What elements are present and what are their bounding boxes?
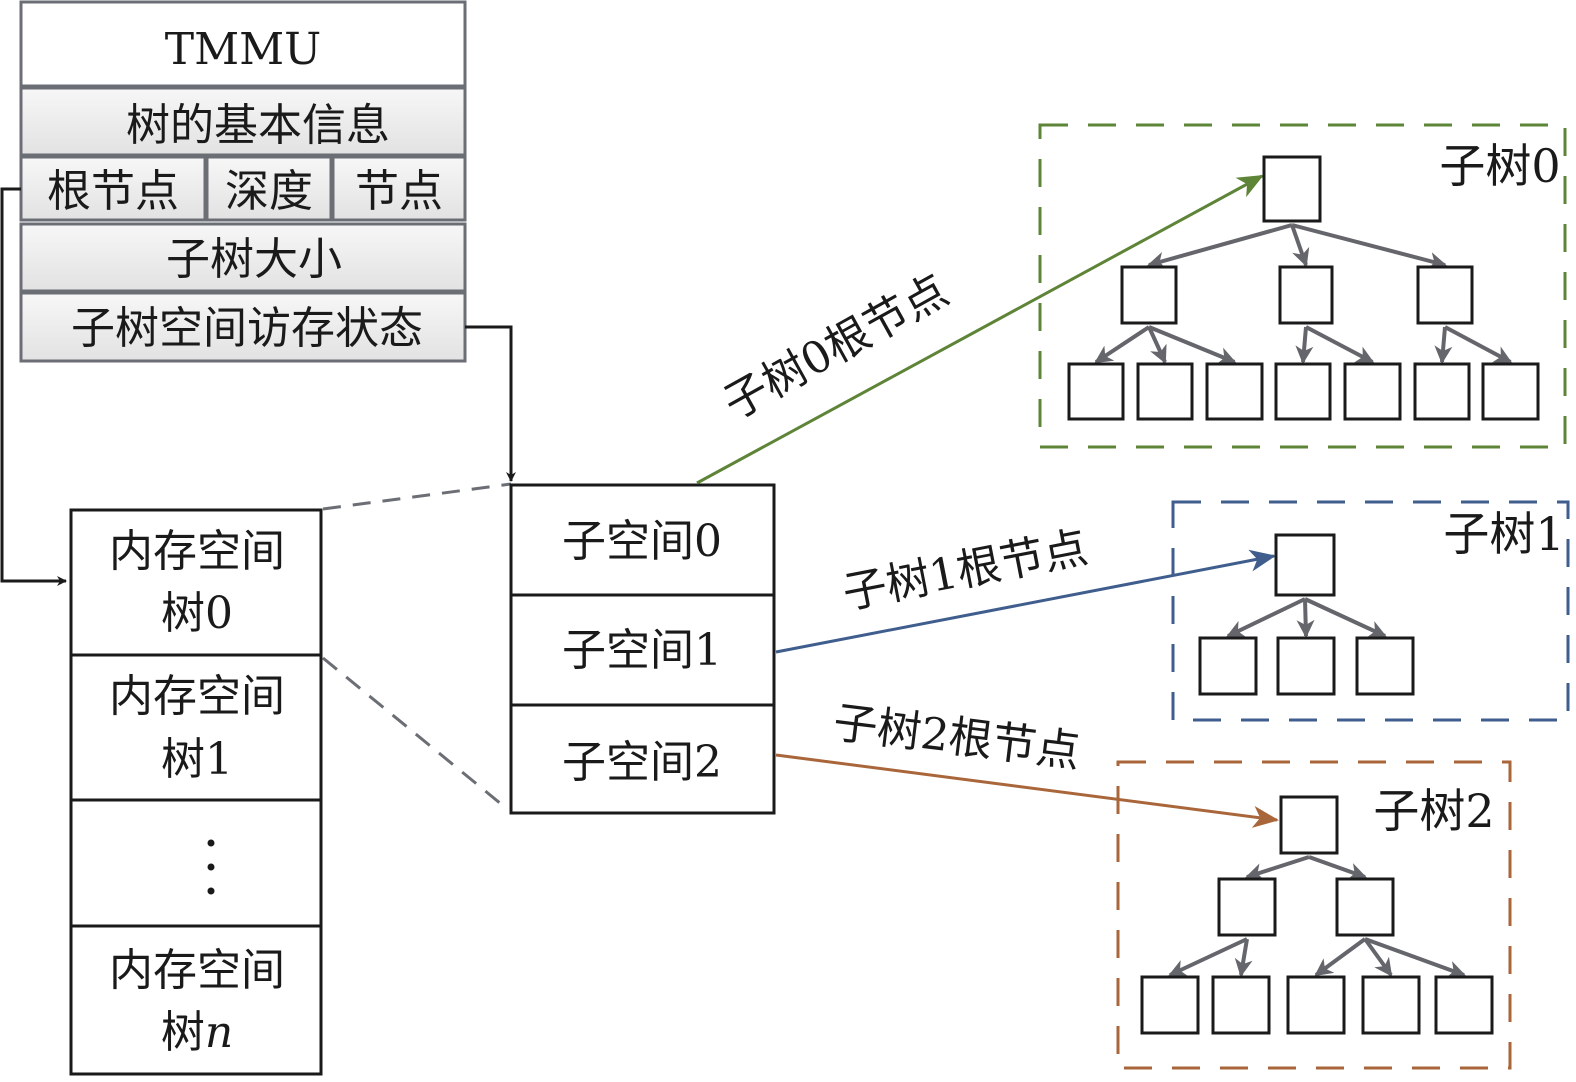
memory-tree-n-line1: 内存空间 — [109, 945, 285, 996]
subspace-2 — [509, 703, 776, 815]
basic-info-label: 树的基本信息 — [126, 100, 390, 151]
tree-node — [1481, 362, 1540, 421]
ellipsis-dot — [207, 863, 215, 871]
tree-node — [1140, 975, 1200, 1035]
tree-edge-arrow — [1147, 326, 1167, 364]
memory-tree-ellipsis-cell — [69, 798, 323, 928]
memory-tree-0-line2: 树0 — [161, 588, 233, 639]
access-state-label: 子树空间访存状态 — [71, 303, 423, 354]
basic-info-cell — [19, 86, 467, 157]
tree-node — [1120, 265, 1178, 325]
subtree-size-label: 子树大小 — [166, 234, 342, 285]
root-node-label: 根节点 — [47, 166, 179, 217]
tree-layer — [1067, 155, 1540, 1035]
tree-edge-arrow — [1434, 326, 1453, 364]
subtree-2-root-node — [1279, 795, 1339, 855]
subtree-2-container — [1116, 760, 1512, 1070]
tree-edge-arrow — [1094, 325, 1151, 364]
subspace-2-label: 子空间2 — [562, 737, 722, 788]
subtree-size-cell — [19, 222, 467, 293]
tree-edge-arrow — [1148, 325, 1237, 365]
tree-node — [1355, 636, 1415, 696]
subtree-2-root-arrow — [775, 753, 1279, 828]
nodes-cell — [331, 155, 467, 222]
subtree-1-root-node — [1274, 533, 1336, 597]
subspace-1-label: 子空间1 — [562, 625, 722, 676]
memory-tree-1-line2: 树1 — [161, 734, 233, 785]
zoom-dashed-line-top — [322, 482, 512, 511]
tmmu-table: TMMU 树的基本信息 根节点 深度 节点 子树大小 子树空间访存状态 — [19, 0, 467, 363]
tree-edge-arrow — [1444, 325, 1513, 364]
tree-node — [1211, 975, 1271, 1035]
subtree-2-label: 子树2 — [1373, 784, 1494, 838]
memory-tree-1 — [69, 653, 323, 802]
tree-edge-arrow — [1295, 326, 1314, 364]
tree-node — [1416, 265, 1474, 325]
root-node-cell — [19, 155, 207, 222]
memory-tree-column: 内存空间 树0 内存空间 树1 内存空间 树n — [69, 508, 323, 1076]
tree-edge-arrow — [1296, 598, 1315, 638]
memory-tree-0-line1: 内存空间 — [109, 526, 285, 577]
tree-node — [1276, 636, 1336, 696]
access-to-subspace-arrow — [465, 325, 516, 482]
tree-node — [1343, 362, 1402, 421]
subtree-1-container — [1171, 500, 1570, 722]
root-to-memory-arrow — [0, 187, 67, 586]
ellipsis-dot — [207, 839, 215, 847]
tree-edge-arrow — [1290, 224, 1310, 267]
subspace-0 — [509, 483, 776, 597]
access-state-cell — [19, 291, 467, 363]
memory-tree-0 — [69, 508, 323, 657]
memory-tree-n-line2: 树n — [161, 1007, 233, 1058]
subtree-0-edge-label: 子树0根节点 — [715, 265, 957, 430]
subspace-1 — [509, 593, 776, 707]
tree-edge-arrow — [1305, 325, 1375, 364]
tree-node — [1198, 636, 1258, 696]
subtree-1-edge-label: 子树1根节点 — [839, 522, 1092, 619]
tree-edge-arrow — [1168, 937, 1248, 977]
tree-node — [1217, 877, 1277, 937]
ellipsis-dot — [207, 887, 215, 895]
depth-label: 深度 — [225, 166, 313, 217]
memory-tree-1-line1: 内存空间 — [109, 671, 285, 722]
subtree-0-label: 子树0 — [1439, 139, 1560, 193]
subspace-0-label: 子空间0 — [562, 516, 722, 567]
subspace-column: 子空间0 子空间1 子空间2 — [509, 483, 776, 815]
depth-cell — [205, 155, 333, 222]
tree-node — [1274, 362, 1332, 421]
tree-node — [1286, 975, 1346, 1035]
subtree-1-root-arrow — [775, 549, 1276, 654]
subtree-0-container — [1038, 123, 1567, 449]
zoom-dashed-line-bottom — [322, 656, 507, 810]
tree-edge-arrow — [1291, 223, 1447, 270]
tree-node — [1434, 975, 1494, 1035]
tree-edge-arrow — [1308, 855, 1367, 881]
tmmu-title: TMMU — [165, 24, 322, 75]
nodes-label: 节点 — [355, 166, 443, 217]
tree-edge-arrow — [1147, 223, 1293, 270]
tree-node — [1413, 362, 1471, 421]
tree-edge-arrow — [1226, 597, 1306, 638]
tree-edge-arrow — [1304, 597, 1387, 638]
tmmu-title-cell — [19, 0, 467, 88]
memory-tree-n — [69, 924, 323, 1076]
tree-edge-arrow — [1245, 855, 1310, 881]
tree-node — [1205, 362, 1264, 421]
tree-edge-arrow — [1314, 937, 1367, 977]
tree-node — [1136, 362, 1194, 421]
tree-edge-arrow — [1234, 938, 1253, 977]
subtree-0-root-node — [1262, 155, 1322, 223]
subtree-1-label: 子树1 — [1443, 507, 1564, 561]
tree-node — [1278, 265, 1334, 325]
tree-node — [1067, 362, 1125, 421]
tree-edge-arrow — [1363, 937, 1393, 977]
tree-node — [1361, 975, 1421, 1035]
tree-edge-arrow — [1364, 937, 1466, 978]
tree-node — [1335, 877, 1395, 937]
subtree-0-root-arrow — [696, 174, 1264, 485]
